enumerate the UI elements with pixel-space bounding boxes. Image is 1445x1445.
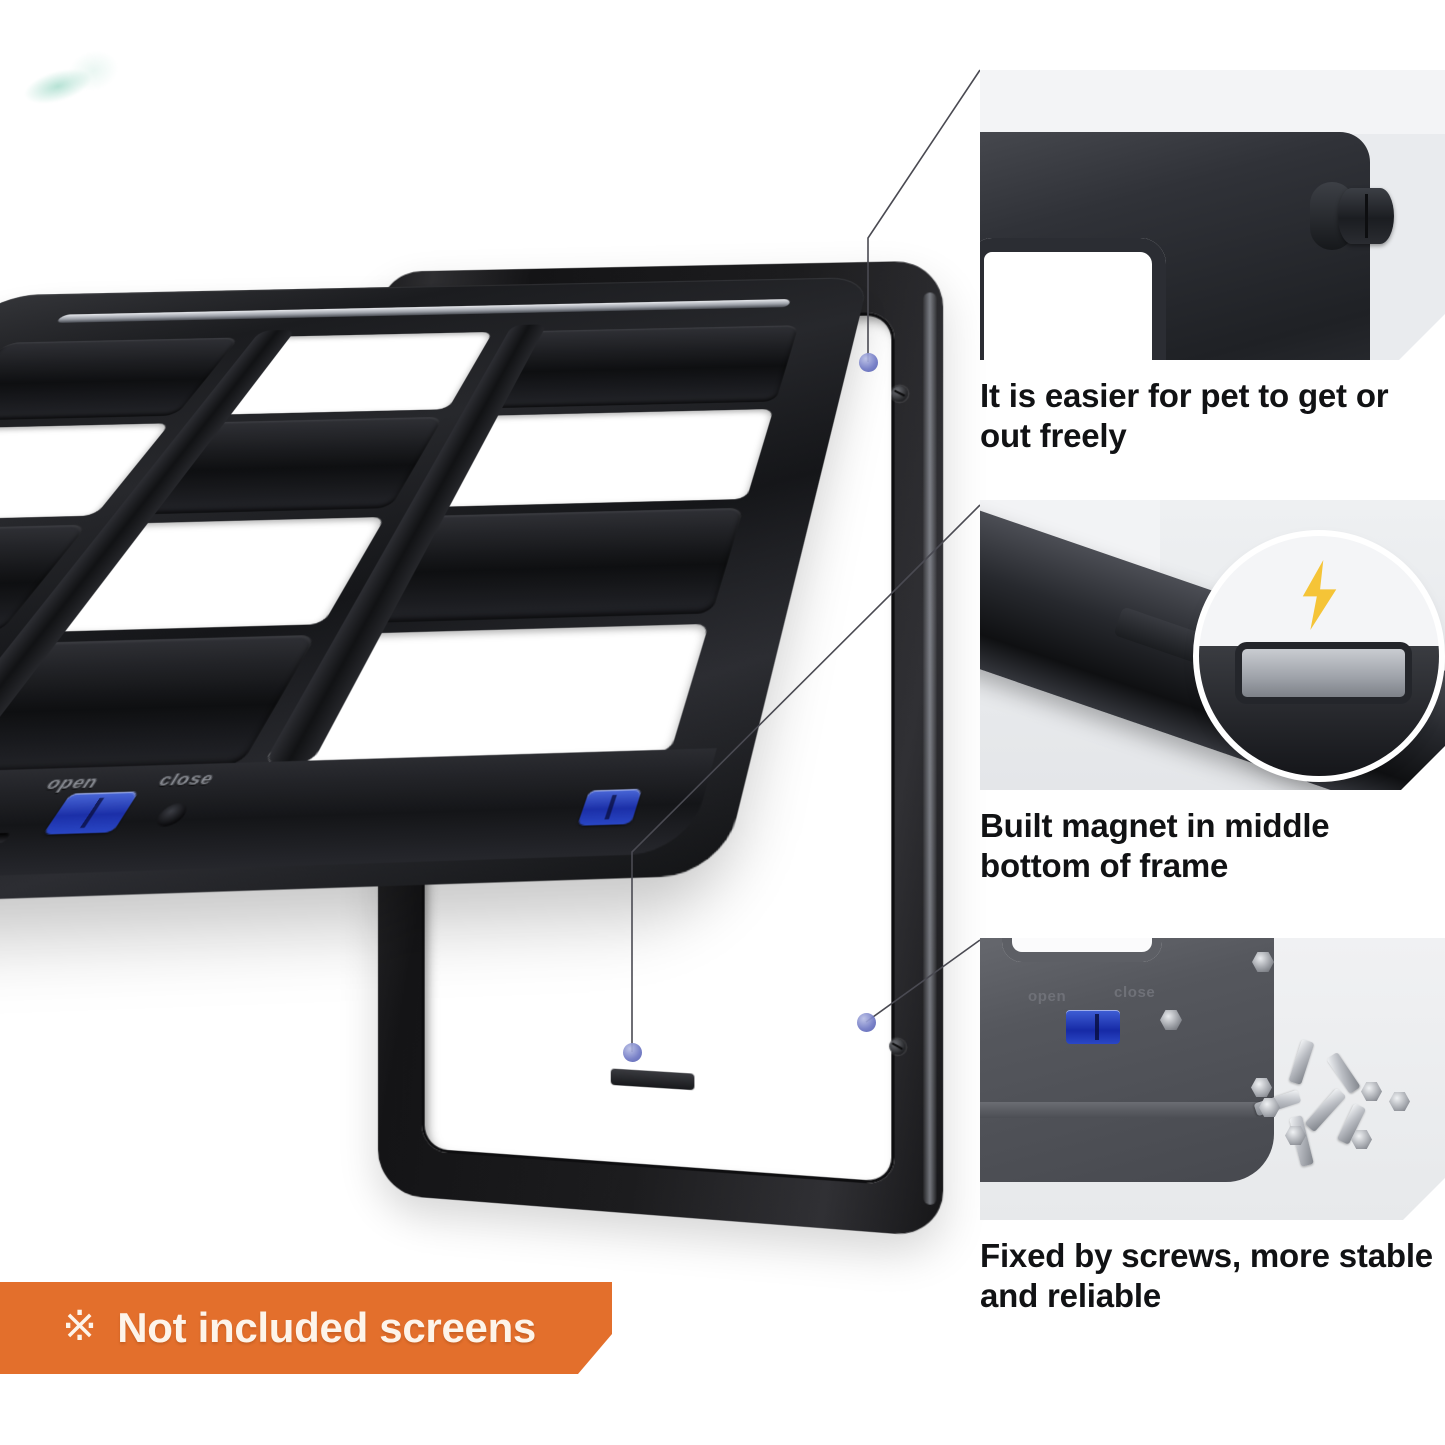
switch-label-open: open <box>1028 988 1067 1005</box>
panel-caption-fixed-by-screws: Fixed by screws, more stable and reliabl… <box>980 1237 1433 1315</box>
nut <box>1351 1130 1372 1149</box>
banner-label: Not included screens <box>117 1304 536 1351</box>
rail-vent-slot <box>0 832 12 853</box>
feature-panel-fixed-by-screws: open close <box>980 938 1445 1317</box>
flap-hinge-bar <box>55 299 791 323</box>
flap-bottom-rail: open close <box>0 748 717 896</box>
door-lower-rail <box>980 1102 1268 1118</box>
screw <box>1326 1051 1361 1095</box>
lock-slider-closeup <box>1066 1010 1120 1044</box>
door-opening-closeup <box>1002 938 1162 962</box>
feature-panel-built-magnet: Built magnet in middle bottom of frame <box>980 500 1445 887</box>
panel-caption-built-magnet: Built magnet in middle bottom of frame <box>980 807 1330 885</box>
panel-corner-cut <box>1399 314 1445 360</box>
frame-screw-bottom-right <box>889 1038 906 1056</box>
nut <box>1251 1078 1272 1097</box>
screw <box>1288 1039 1315 1085</box>
green-watermark-artifact <box>3 36 133 120</box>
banner-content: ※ Not included screens <box>0 1304 536 1352</box>
frame-edge-highlight <box>923 292 937 1206</box>
nut <box>1389 1092 1410 1111</box>
flap-louver-grid <box>0 319 801 786</box>
switch-label-close: close <box>1114 984 1156 1001</box>
door-corner-closeup: open close <box>980 938 1274 1182</box>
loose-screws-pile <box>1233 1034 1423 1174</box>
louver-row <box>0 324 799 422</box>
screw <box>1304 1087 1347 1133</box>
feature-panel-easier-access: It is easier for pet to get or out freel… <box>980 70 1445 457</box>
not-included-banner: ※ Not included screens <box>0 1282 612 1374</box>
mounting-screw <box>1252 952 1274 972</box>
louver-row <box>0 409 774 523</box>
panel-image-easier-access <box>980 70 1445 360</box>
rail-screw-hole <box>151 802 192 828</box>
nut <box>1361 1082 1382 1101</box>
lightning-bolt-icon <box>1302 560 1337 630</box>
nut <box>1259 1098 1280 1117</box>
flap-label-open: open <box>41 771 105 794</box>
callout-dot-magnet <box>622 1042 642 1062</box>
flap-label-close: close <box>154 768 219 790</box>
panel-corner-cut <box>1403 1178 1445 1220</box>
magnet-zoom-inset <box>1199 536 1439 776</box>
callout-dot-hinge <box>858 352 878 372</box>
nut <box>1285 1126 1306 1145</box>
frame-screw-top-right <box>891 385 908 402</box>
callout-dot-screws <box>856 1012 876 1032</box>
panel-image-fixed-by-screws: open close <box>980 938 1445 1220</box>
reference-mark-icon: ※ <box>62 1302 98 1349</box>
panel-image-built-magnet <box>980 500 1445 790</box>
panel-caption-easier-access: It is easier for pet to get or out freel… <box>980 377 1389 455</box>
lock-slider-center[interactable] <box>42 791 139 835</box>
lock-slider-right[interactable] <box>577 788 643 826</box>
flap-opening-closeup <box>980 238 1166 360</box>
hinge-pin-icon <box>1338 188 1394 244</box>
mounting-screw <box>1160 1010 1182 1030</box>
magnet-strip <box>1242 648 1406 697</box>
pet-screen-door-main-photo: open close <box>0 250 960 1238</box>
